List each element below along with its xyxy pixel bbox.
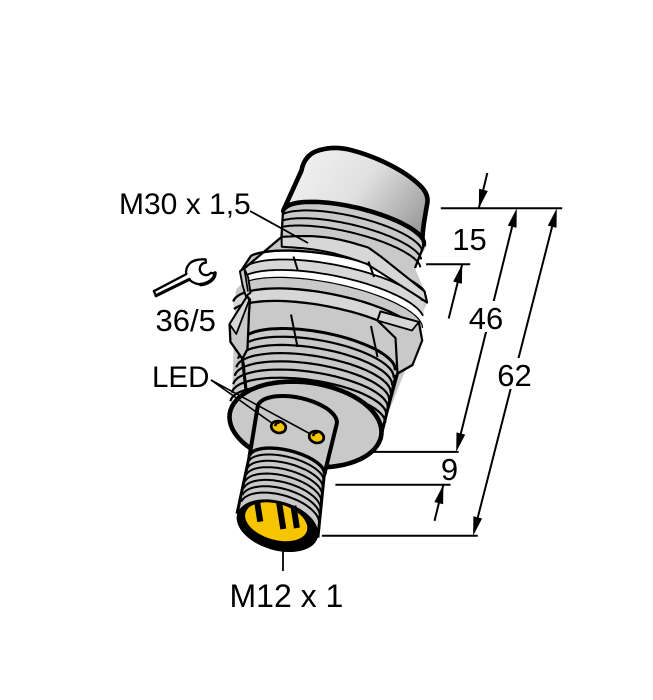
svg-text:62: 62 [497,358,531,393]
svg-text:15: 15 [452,222,486,257]
svg-text:9: 9 [441,452,458,487]
svg-text:46: 46 [469,301,503,336]
svg-text:36/5: 36/5 [156,303,216,338]
svg-text:LED: LED [152,361,209,394]
svg-text:M30 x 1,5: M30 x 1,5 [119,188,251,221]
svg-text:M12 x 1: M12 x 1 [230,578,344,614]
